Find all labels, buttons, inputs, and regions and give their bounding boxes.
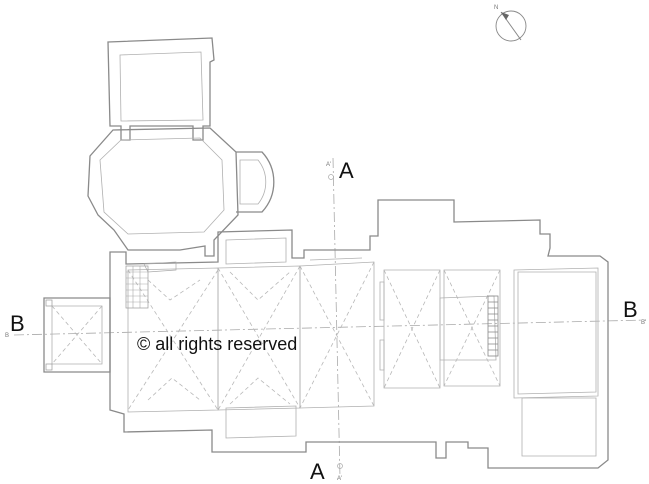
- west-porch-outline: [43, 297, 111, 373]
- east-chancel-outline: [517, 271, 597, 457]
- axis-tag-a-top: A': [326, 162, 331, 168]
- section-axis-a: [332, 157, 341, 479]
- section-label-a-bottom: A: [310, 459, 325, 484]
- axis-marker-a-top: [328, 174, 334, 180]
- octagonal-chamber-outline: [87, 127, 239, 257]
- section-label-b-left: B: [10, 311, 25, 336]
- vault-ribs: [127, 261, 501, 411]
- north-label: N: [494, 5, 498, 11]
- apse-outline: [236, 151, 275, 213]
- axis-marker-a-bottom: [337, 463, 343, 469]
- copyright-watermark: © all rights reserved: [137, 334, 297, 354]
- section-label-a-top: A: [339, 158, 354, 183]
- section-label-b-right: B: [623, 297, 638, 322]
- tower-outline: [107, 37, 215, 141]
- staircase: [125, 261, 499, 357]
- nave-outline: [109, 199, 609, 469]
- section-axis-b: [13, 319, 647, 336]
- axis-tag-b-left: B: [5, 333, 9, 339]
- axis-tag-a-bottom: A': [337, 476, 342, 482]
- axis-tag-b-right: B': [641, 320, 646, 326]
- north-arrow-icon: [495, 10, 527, 42]
